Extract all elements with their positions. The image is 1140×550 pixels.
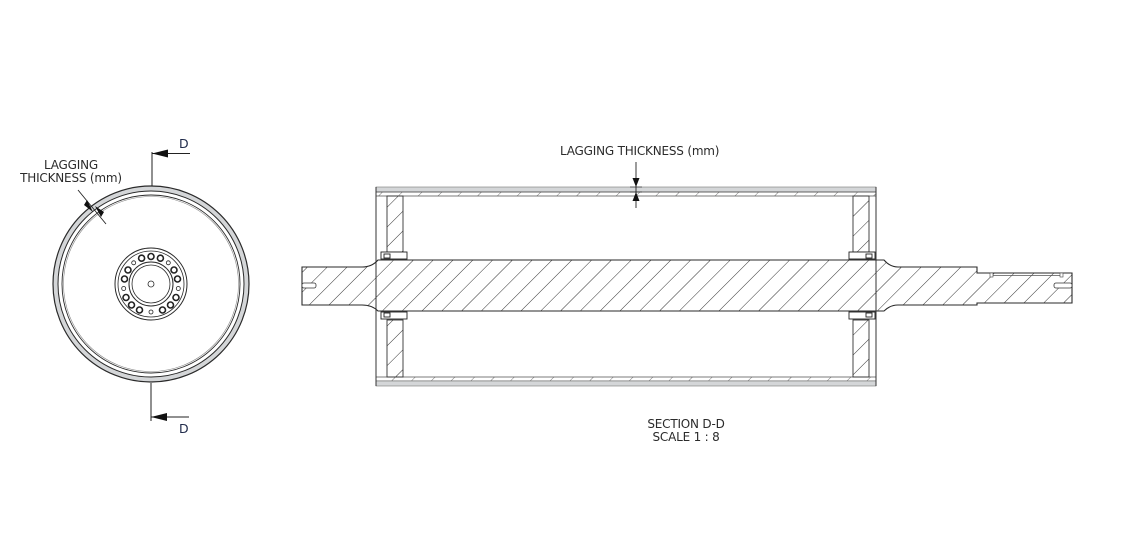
dimension-arrow-down-icon: [632, 178, 640, 187]
locking-element-right: [848, 251, 876, 320]
bolt-circle: [120, 252, 182, 315]
end-disc-right-bottom: [852, 319, 870, 378]
end-disc-left-bottom: [386, 319, 404, 378]
end-disc-left-top: [386, 195, 404, 253]
lagging-label-line1: LAGGING: [44, 158, 98, 172]
end-view: [52, 149, 250, 421]
section-view: [301, 162, 1073, 387]
lagging-thickness-dimension: [630, 162, 642, 208]
lagging-label-line2: THICKNESS (mm): [20, 171, 122, 185]
lagging-bottom: [375, 380, 877, 387]
dimension-arrow-up-icon: [632, 192, 640, 201]
locking-element-left: [380, 251, 408, 320]
shell-inner: [61, 194, 241, 374]
shell-bottom: [375, 376, 877, 382]
lagging-label-section-view: LAGGING THICKNESS (mm): [560, 144, 720, 158]
section-title: SECTION D-D: [647, 417, 725, 431]
keyway-right: [1053, 282, 1073, 289]
shaft: [301, 259, 1073, 312]
section-arrow-icon: [151, 413, 167, 421]
lagging-label-end-view: LAGGING THICKNESS (mm): [12, 159, 130, 185]
lagging-top: [375, 186, 877, 193]
section-marker-top: [151, 149, 190, 186]
shell-top: [375, 191, 877, 197]
lagging-leader-line: [77, 189, 107, 225]
section-scale: SCALE 1 : 8: [652, 430, 720, 444]
keyway-left: [301, 282, 317, 289]
section-letter-top: D: [179, 136, 189, 151]
lagging-arrow-icon: [84, 200, 93, 212]
section-title-block: SECTION D-D SCALE 1 : 8: [626, 418, 746, 444]
section-letter-bottom: D: [179, 421, 189, 436]
hub-locking-assembly: [114, 247, 188, 321]
section-arrow-icon: [152, 149, 168, 158]
end-disc-right-top: [852, 195, 870, 253]
section-marker-bottom: [150, 383, 189, 421]
